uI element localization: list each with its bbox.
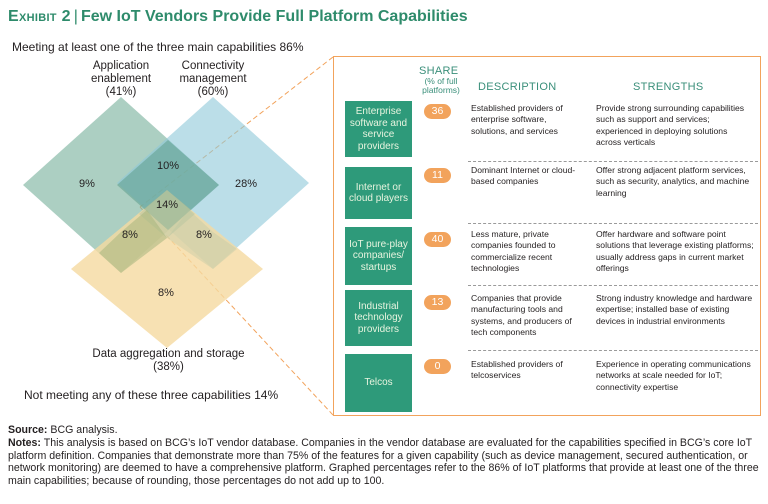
row-name-iot-pureplay: IoT pure-play companies/ startups <box>345 227 412 285</box>
data-label-line1: Data aggregation and storage <box>92 348 245 360</box>
notes-label: Notes: <box>8 437 41 449</box>
row-divider <box>468 285 758 286</box>
overlap-conn-data <box>167 210 237 269</box>
notes-text: This analysis is based on BCG’s IoT vend… <box>8 437 759 487</box>
share-badge-industrial: 13 <box>424 295 451 310</box>
description-header: DESCRIPTION <box>478 81 557 93</box>
region-all-three: 14% <box>156 199 179 211</box>
conn-label-share: (60%) <box>197 86 229 98</box>
not-meeting-label: Not meeting any of these three capabilit… <box>24 388 279 402</box>
region-conn-data: 8% <box>196 229 212 241</box>
app-label-line1: Application <box>92 60 150 72</box>
row-divider <box>468 161 758 162</box>
app-label-line2: enablement <box>90 73 152 85</box>
share-sub-line1: (% of full <box>424 76 458 86</box>
conn-label-line1: Connectivity <box>181 60 245 72</box>
strengths-enterprise: Provide strong surrounding capabilities … <box>596 103 745 147</box>
connectivity-label: Connectivity management (60%) <box>165 60 261 99</box>
source-text: BCG analysis. <box>50 424 118 436</box>
row-name-internet: Internet or cloud players <box>345 167 412 219</box>
source-label: Source: <box>8 424 48 436</box>
region-app-data: 8% <box>122 229 138 241</box>
desc-internet: Dominant Internet or cloud-based compani… <box>471 165 576 187</box>
app-enablement-label: Application enablement (41%) <box>73 60 169 99</box>
share-badge-telcos: 0 <box>424 359 451 374</box>
data-label-share: (38%) <box>153 361 184 373</box>
share-badge-enterprise: 36 <box>424 104 451 119</box>
vendor-types-panel: SHARE (% of full platforms) DESCRIPTION … <box>333 56 761 416</box>
notes-paragraph: Notes: This analysis is based on BCG’s I… <box>8 437 760 487</box>
region-data-only: 8% <box>158 287 174 299</box>
region-app-conn: 10% <box>157 160 180 172</box>
desc-industrial: Companies that provide manufacturing too… <box>471 293 572 337</box>
exhibit-title: Exhibit 2|Few IoT Vendors Provide Full P… <box>8 8 468 26</box>
app-label-share: (41%) <box>105 86 137 98</box>
strengths-internet: Offer strong adjacent platform services,… <box>596 165 750 198</box>
meeting-label: Meeting at least one of the three main c… <box>12 40 304 54</box>
row-divider <box>468 350 758 351</box>
share-sub-line2: platforms) <box>422 85 460 95</box>
data-aggregation-label: Data aggregation and storage (38%) <box>66 348 271 374</box>
strengths-industrial: Strong industry knowledge and hardware e… <box>596 293 753 326</box>
conn-label-line2: management <box>179 73 247 85</box>
desc-iot-pureplay: Less mature, private companies founded t… <box>471 229 556 273</box>
exhibit-heading: Few IoT Vendors Provide Full Platform Ca… <box>80 8 468 25</box>
title-separator: | <box>73 8 78 25</box>
row-name-industrial: Industrial technology providers <box>345 290 412 346</box>
share-badge-iot-pureplay: 40 <box>424 232 451 247</box>
row-name-telcos: Telcos <box>345 354 412 412</box>
strengths-iot-pureplay: Offer hardware and software point soluti… <box>596 229 754 273</box>
region-conn-only: 28% <box>235 178 258 190</box>
exhibit-number: Exhibit 2 <box>8 8 71 25</box>
source-line: Source: BCG analysis. <box>8 424 760 437</box>
share-header: SHARE <box>419 65 459 77</box>
row-name-enterprise: Enterprise software and service provider… <box>345 101 412 157</box>
share-badge-internet: 11 <box>424 168 451 183</box>
desc-telcos: Established providers of telcoservices <box>471 359 563 381</box>
region-app-only: 9% <box>79 178 95 190</box>
set-data-aggregation <box>71 190 263 348</box>
row-divider <box>468 223 758 224</box>
overlap-app-conn <box>117 140 219 230</box>
strengths-telcos: Experience in operating communications n… <box>596 359 751 392</box>
desc-enterprise: Established providers of enterprise soft… <box>471 103 563 136</box>
strengths-header: STRENGTHS <box>633 81 704 93</box>
overlap-app-data <box>99 210 167 273</box>
share-subheader: (% of full platforms) <box>416 77 466 95</box>
